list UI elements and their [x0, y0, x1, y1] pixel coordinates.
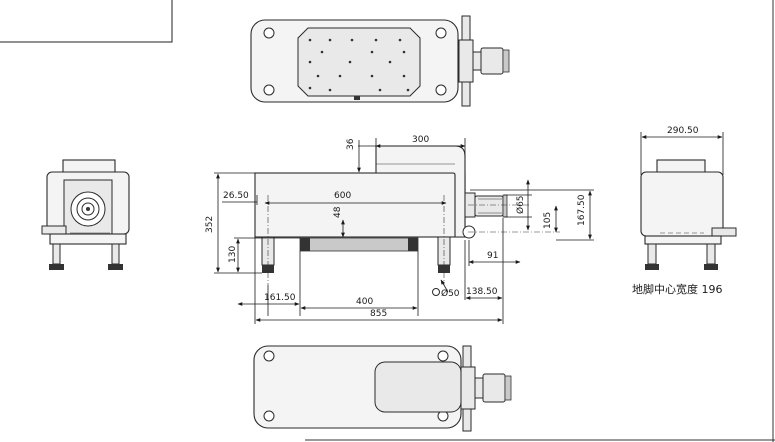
rail-end [408, 238, 418, 251]
right-foot-pad [704, 264, 718, 270]
right-foot-post [647, 243, 657, 265]
top-plate [297, 27, 421, 97]
dim-arm-width: 300 [412, 135, 429, 145]
left-side-view [41, 159, 130, 270]
foot-center-width-note: 地脚中心宽度 196 [632, 282, 723, 296]
dim-foot-height: 130 [228, 246, 238, 263]
foot-post [52, 243, 61, 265]
nozzle-collar [472, 51, 482, 71]
dim-nozzle-dia: Ø65 [515, 195, 526, 214]
front-base-rail [299, 237, 419, 252]
side-handle [458, 39, 474, 83]
bottom-view [253, 345, 512, 432]
bottom-handle-bar [462, 408, 472, 432]
right-base-plate [644, 235, 722, 245]
foot-pad [108, 264, 123, 270]
dim-foot-span: 400 [356, 297, 373, 307]
right-side-view: 地脚中心宽度 196 [632, 132, 737, 296]
nozzle [480, 47, 504, 75]
rail-end [300, 238, 310, 251]
side-base-plate [49, 233, 127, 245]
dim-right-gap: 91 [487, 251, 498, 261]
right-foot-post [706, 243, 716, 265]
foot-post [111, 243, 120, 265]
corner-hole [435, 27, 447, 39]
corner-hole [435, 84, 447, 96]
dim-left-offset: 26.50 [223, 191, 249, 201]
nozzle-center [86, 207, 90, 211]
bottom-side-handle [460, 366, 476, 410]
bottom-nozzle-tip [504, 375, 512, 401]
title-block [0, 0, 173, 43]
bottom-hole [263, 410, 275, 422]
dim-overall-length: 855 [370, 309, 387, 319]
bottom-hole [263, 350, 275, 362]
dim-height-total: 352 [205, 216, 215, 233]
bottom-nozzle [482, 373, 506, 403]
handle-bar [461, 81, 471, 107]
dim-mid-height: 48 [333, 206, 343, 218]
bottom-handle-bar [462, 345, 472, 368]
dim-hole-dia: Ø50 [441, 288, 460, 299]
bottom-nozzle-collar [474, 377, 484, 399]
side-handle-left [41, 225, 67, 235]
right-foot-pad [645, 264, 659, 270]
foot-pad [49, 264, 64, 270]
nozzle-tip [502, 49, 510, 73]
bottom-hole [437, 350, 449, 362]
front-body [254, 172, 466, 238]
dim-inner-width: 600 [334, 191, 351, 201]
bottom-tab [354, 96, 360, 100]
dim-side-width: 290.50 [667, 126, 699, 136]
bottom-arm [374, 361, 462, 413]
front-view [254, 145, 560, 285]
top-view [250, 15, 510, 107]
dim-nozzle-top: 167.50 [577, 194, 587, 226]
dim-right-offset: 138.50 [466, 287, 498, 297]
dim-foot-offset: 161.50 [264, 293, 296, 303]
corner-hole [263, 27, 275, 39]
corner-hole [263, 84, 275, 96]
right-handle [711, 227, 737, 237]
front-nozzle-tip [502, 194, 508, 218]
dim-top-gap: 36 [346, 138, 356, 150]
handle-bar [461, 15, 471, 41]
dimension-lines [214, 138, 594, 324]
plate-dots [308, 38, 410, 92]
dim-nozzle-height: 105 [543, 212, 553, 229]
right-body [640, 171, 724, 237]
dimension-labels: 36 300 600 26.50 352 48 130 Ø65 105 167.… [205, 126, 699, 319]
